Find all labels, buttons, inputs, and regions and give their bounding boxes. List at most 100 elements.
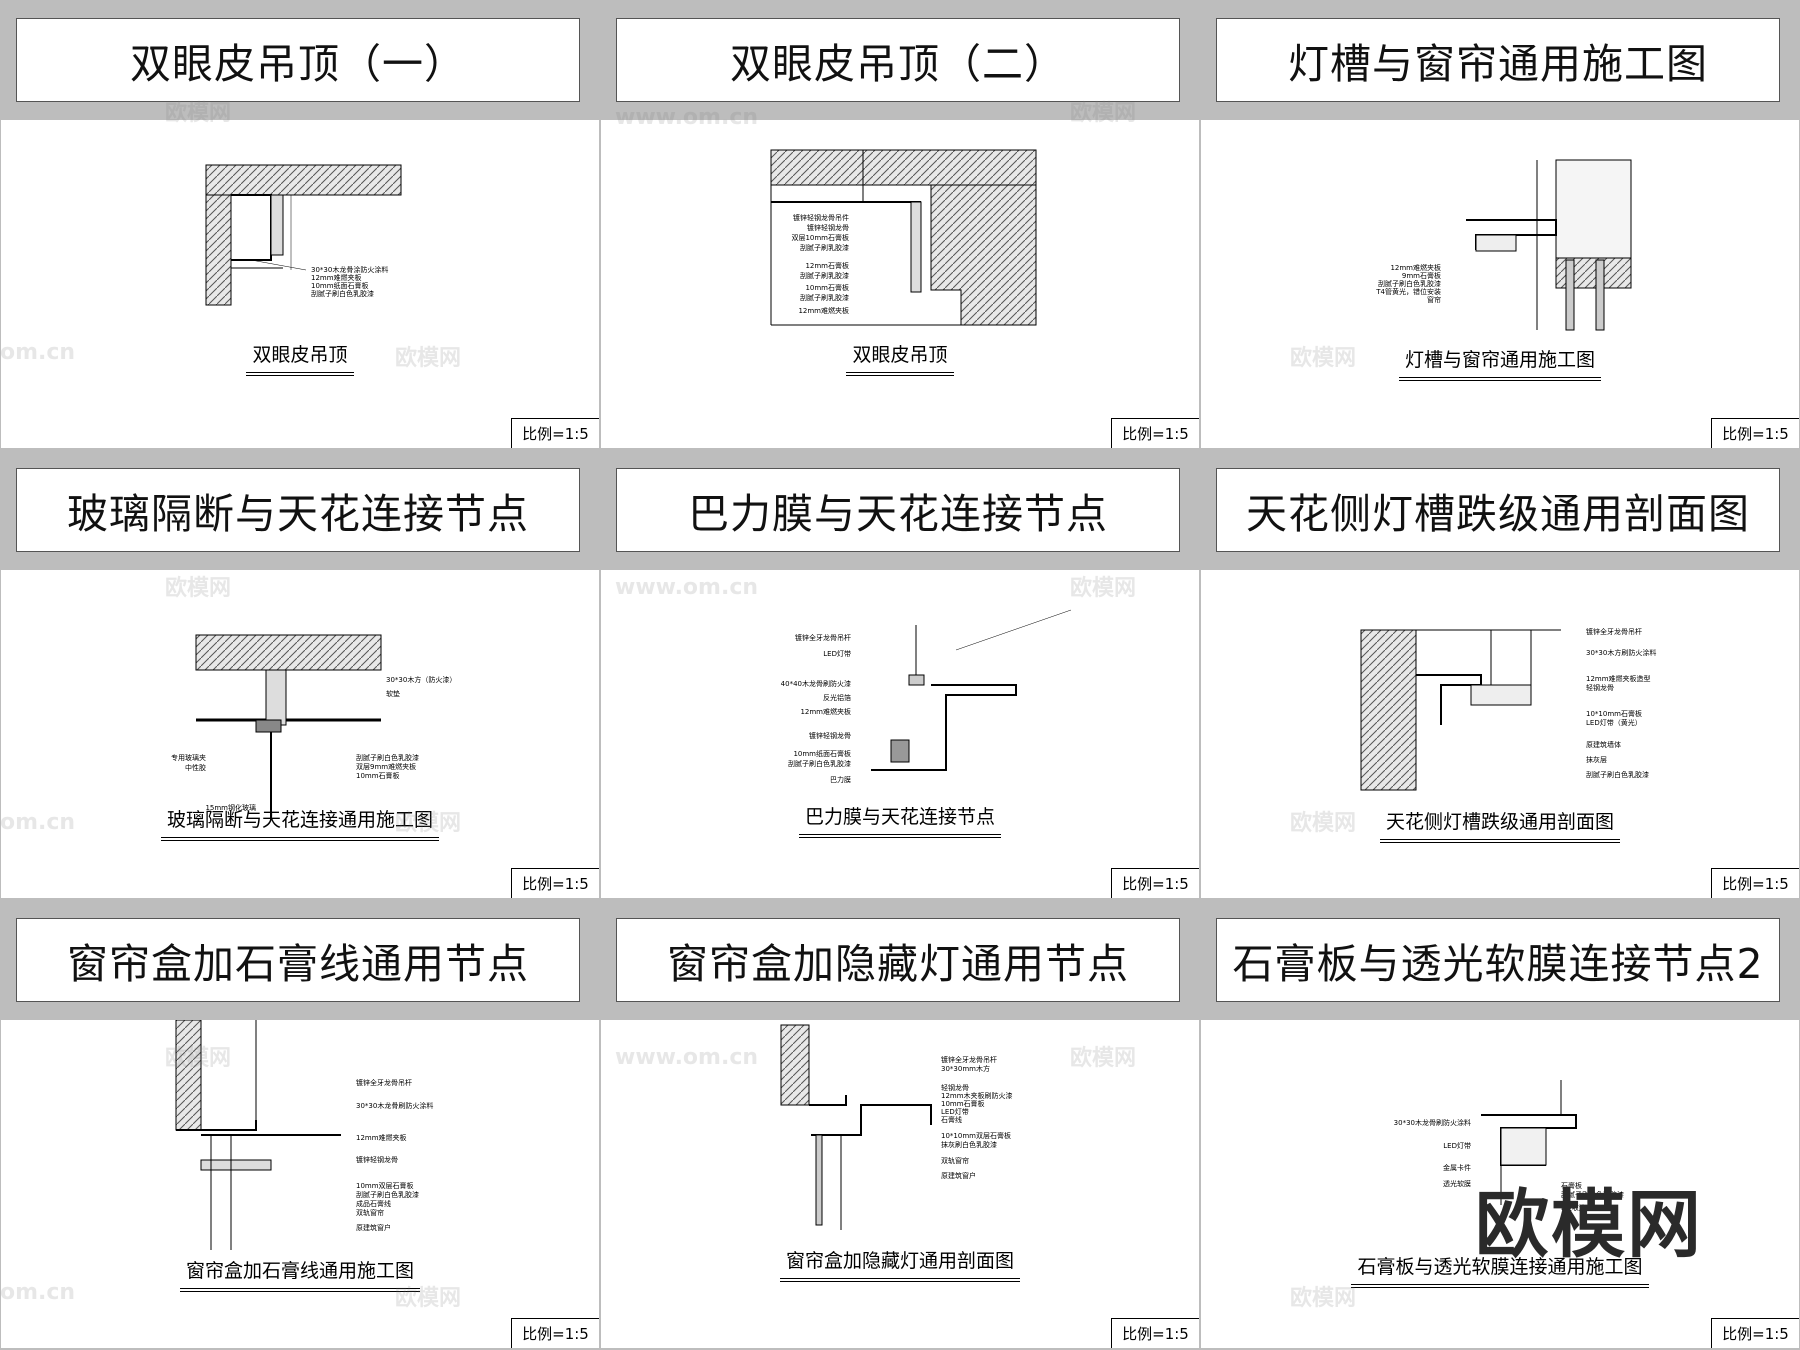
drawing-area: 镀锌全牙龙骨吊杆 30*30mm木方 轻钢龙骨 12mm木夹板刷防火漆 10mm…	[601, 1020, 1199, 1348]
label-0: 30*30木龙骨刷防火涂料	[1394, 1118, 1471, 1127]
label-1: 30*30木龙骨刷防火涂料	[356, 1101, 433, 1110]
label-8: 抹灰刷白色乳胶漆	[941, 1140, 997, 1149]
label-3: 反光铝箔	[823, 693, 851, 702]
label-0: 镀锌全牙龙骨吊杆	[356, 1078, 412, 1087]
label-5: 刮腻子刷白色乳胶漆	[356, 1190, 419, 1199]
panel-8: 窗帘盒加隐藏灯通用节点 镀锌全牙龙骨吊杆 30*30mm木方 轻钢龙骨 12mm…	[600, 900, 1200, 1350]
label-1: LED灯带	[823, 649, 851, 658]
label-3: 刮腻子刷乳胶漆	[800, 243, 849, 252]
label-0: 镀锌轻钢龙骨吊件	[793, 213, 849, 222]
label-2: 12mm难燃夹板	[356, 1133, 407, 1142]
panel-6: 天花侧灯槽跌级通用剖面图 镀锌全牙龙骨吊杆 30*30木方刷防火涂料 12mm难…	[1200, 450, 1800, 900]
label-0: 12mm难燃夹板	[1390, 263, 1441, 272]
label-2: 10mm纸面石膏板	[311, 281, 369, 290]
panel-1: 双眼皮吊顶（一） 30*30木龙骨涂防火涂料 12mm难燃夹板 10mm纸面石膏…	[0, 0, 600, 450]
panel-title: 石膏板与透光软膜连接节点2	[1216, 918, 1780, 1002]
label-8: 刮腻子刷白色乳胶漆	[1586, 770, 1649, 779]
label-4: 窗帘	[1427, 295, 1441, 304]
label-6: 石膏线	[941, 1115, 962, 1124]
label-2: 轻钢龙骨	[941, 1083, 969, 1092]
scale-label: 比例=1:5	[1711, 868, 1799, 898]
label-1: 软垫	[386, 689, 400, 698]
scale-label: 比例=1:5	[1111, 418, 1199, 448]
drawing-area: 镀锌全牙龙骨吊杆 30*30木龙骨刷防火涂料 12mm难燃夹板 镀锌轻钢龙骨 1…	[1, 1020, 599, 1348]
label-1: 30*30木方刷防火涂料	[1586, 648, 1656, 657]
label-3: T4管黄光，错位安装	[1375, 287, 1441, 296]
scale-label: 比例=1:5	[1111, 1318, 1199, 1348]
scale-label: 比例=1:5	[1711, 1318, 1799, 1348]
label-4: 12mm难燃夹板	[800, 707, 851, 716]
panel-4: 玻璃隔断与天花连接节点 30*30木方（防火漆） 软垫 专用玻璃夹 中性胶 刮腻…	[0, 450, 600, 900]
label-3: 透光软膜	[1443, 1179, 1471, 1188]
label-6: 成品石膏线	[356, 1199, 391, 1208]
label-4: 10mm双层石膏板	[356, 1181, 414, 1190]
label-1: 镀锌轻钢龙骨	[807, 223, 849, 232]
label-2: 刮腻子刷白色乳胶漆	[1378, 279, 1441, 288]
label-1: 9mm石膏板	[1402, 271, 1441, 280]
drawing-caption: 双眼皮吊顶	[601, 340, 1199, 376]
label-5: 刮腻子刷白色乳胶漆	[1561, 1190, 1624, 1199]
label-5: 镀锌轻钢龙骨	[809, 731, 851, 740]
drawing-caption: 天花侧灯槽跌级通用剖面图	[1201, 807, 1799, 843]
drawing-caption: 石膏板与透光软膜连接通用施工图	[1201, 1252, 1799, 1288]
label-7: 15mm钢化玻璃	[205, 803, 256, 812]
label-3: 轻钢龙骨	[1586, 683, 1614, 692]
panel-title: 窗帘盒加隐藏灯通用节点	[616, 918, 1180, 1002]
drawing-caption: 玻璃隔断与天花连接通用施工图	[1, 805, 599, 841]
panel-title: 双眼皮吊顶（二）	[616, 18, 1180, 102]
panel-title: 灯槽与窗帘通用施工图	[1216, 18, 1780, 102]
label-9: 双轨窗帘	[941, 1156, 969, 1165]
label-2: 40*40木龙骨刷防火漆	[781, 679, 851, 688]
label-6: 10mm纸面石膏板	[793, 749, 851, 758]
section-drawing: 镀锌全牙龙骨吊杆 30*30木龙骨刷防火涂料 12mm难燃夹板 镀锌轻钢龙骨 1…	[175, 1020, 433, 1250]
label-4: 石膏板	[1561, 1181, 1582, 1190]
scale-label: 比例=1:5	[511, 418, 599, 448]
label-5: 刮腻子刷乳胶漆	[800, 271, 849, 280]
label-1: LED灯带	[1443, 1141, 1471, 1150]
scale-label: 比例=1:5	[511, 868, 599, 898]
label-3: 中性胶	[185, 763, 206, 772]
label-8: 巴力膜	[830, 775, 851, 784]
label-8: 12mm难燃夹板	[798, 306, 849, 315]
section-drawing: 镀锌轻钢龙骨吊件 镀锌轻钢龙骨 双层10mm石膏板 刮腻子刷乳胶漆 12mm石膏…	[770, 149, 1037, 326]
label-6: 10mm石膏板	[356, 771, 400, 780]
label-4: 10*10mm石膏板	[1586, 709, 1642, 718]
drawing-area: 镀锌全牙龙骨吊杆 LED灯带 40*40木龙骨刷防火漆 反光铝箔 12mm难燃夹…	[601, 570, 1199, 898]
label-0: 镀锌全牙龙骨吊杆	[795, 633, 851, 642]
brand-logo: 欧模网	[1475, 1182, 1703, 1268]
section-drawing: 镀锌全牙龙骨吊杆 30*30mm木方 轻钢龙骨 12mm木夹板刷防火漆 10mm…	[780, 1024, 1013, 1230]
section-drawing: 12mm难燃夹板 9mm石膏板 刮腻子刷白色乳胶漆 T4管黄光，错位安装 窗帘	[1375, 159, 1632, 331]
drawing-caption: 窗帘盒加隐藏灯通用剖面图	[601, 1246, 1199, 1282]
panel-7: 窗帘盒加石膏线通用节点 镀锌全牙龙骨吊杆 30*30木龙骨刷防火涂料 12mm难…	[0, 900, 600, 1350]
scale-label: 比例=1:5	[1111, 868, 1199, 898]
scale-label: 比例=1:5	[511, 1318, 599, 1348]
panel-9: 石膏板与透光软膜连接节点2 30*30木龙骨刷防火涂料 LED灯带 金属卡件 透…	[1200, 900, 1800, 1350]
label-3: 12mm木夹板刷防火漆	[941, 1091, 1013, 1100]
scale-label: 比例=1:5	[1711, 418, 1799, 448]
label-2: 金属卡件	[1443, 1163, 1471, 1172]
label-5: LED灯带（黄光）	[1586, 718, 1642, 727]
drawing-area: 12mm难燃夹板 9mm石膏板 刮腻子刷白色乳胶漆 T4管黄光，错位安装 窗帘 …	[1201, 120, 1799, 448]
label-7: 抹灰层	[1586, 755, 1607, 764]
label-5: LED灯带	[941, 1107, 969, 1116]
panel-3: 灯槽与窗帘通用施工图 12mm难燃夹板 9mm石膏板 刮腻子刷白色乳胶漆 T4管…	[1200, 0, 1800, 450]
label-0: 30*30木龙骨涂防火涂料	[311, 265, 388, 274]
drawing-caption: 巴力膜与天花连接节点	[601, 802, 1199, 838]
panel-title: 双眼皮吊顶（一）	[16, 18, 580, 102]
label-7: 双轨窗帘	[356, 1208, 384, 1217]
label-6: 原建筑墙体	[1586, 740, 1621, 749]
label-2: 12mm难燃夹板造型	[1586, 674, 1651, 683]
panel-2: 双眼皮吊顶（二） 镀锌轻钢龙骨吊件 镀锌轻钢龙骨 双层10mm石膏板 刮腻子刷乳…	[600, 0, 1200, 450]
drawing-area: 30*30木方（防火漆） 软垫 专用玻璃夹 中性胶 刮腻子刷白色乳胶漆 双层9m…	[1, 570, 599, 898]
label-4: 刮腻子刷白色乳胶漆	[356, 753, 419, 762]
drawing-caption: 双眼皮吊顶	[1, 340, 599, 376]
label-2: 双层10mm石膏板	[791, 233, 849, 242]
drawing-area: 镀锌轻钢龙骨吊件 镀锌轻钢龙骨 双层10mm石膏板 刮腻子刷乳胶漆 12mm石膏…	[601, 120, 1199, 448]
panel-title: 巴力膜与天花连接节点	[616, 468, 1180, 552]
label-10: 原建筑窗户	[941, 1171, 976, 1180]
label-8: 原建筑窗户	[356, 1223, 391, 1232]
label-7: 10*10mm双层石膏板	[941, 1131, 1011, 1140]
label-7: 刮腻子刷白色乳胶漆	[788, 759, 851, 768]
label-1: 12mm难燃夹板	[311, 273, 362, 282]
section-drawing: 30*30木方（防火漆） 软垫 专用玻璃夹 中性胶 刮腻子刷白色乳胶漆 双层9m…	[171, 634, 456, 820]
